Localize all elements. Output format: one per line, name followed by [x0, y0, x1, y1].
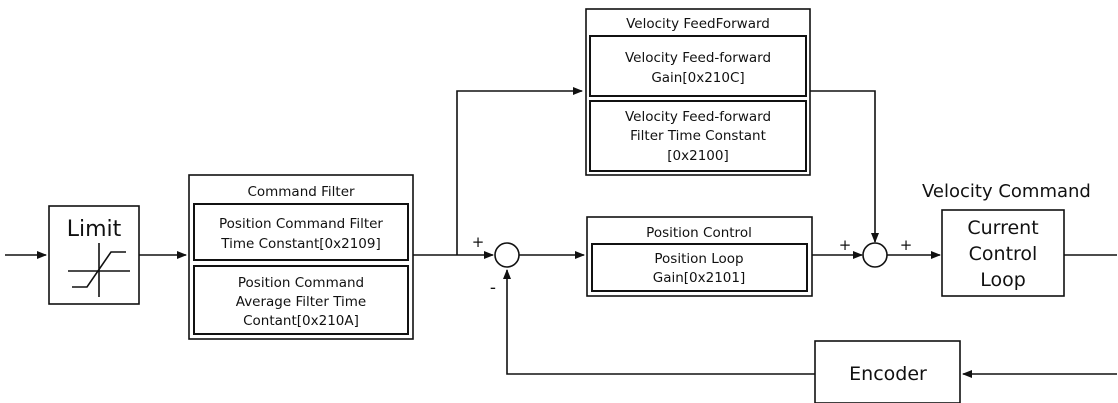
feedforward-to-sum2-arrow	[810, 90, 879, 243]
position-command-filter-line-1: Position Command Filter	[219, 216, 383, 232]
encoder-block: Encoder	[814, 340, 961, 403]
summing-junction-2	[862, 242, 888, 268]
average-filter-box	[193, 265, 409, 335]
feedforward-filter-line-2: Filter Time Constant	[630, 128, 766, 144]
feedforward-gain-box	[589, 35, 807, 97]
feedforward-filter-line-3: [0x2100]	[667, 148, 728, 164]
velocity-feedforward-block: Velocity FeedForward Velocity Feed-forwa…	[585, 8, 811, 176]
limit-block: Limit	[48, 205, 140, 305]
position-command-filter-line-2: Time Constant[0x2109]	[220, 236, 381, 252]
feedforward-branch-arrow	[456, 87, 583, 255]
velocity-feedforward-title: Velocity FeedForward	[626, 16, 770, 32]
feedforward-filter-box	[589, 100, 807, 172]
average-filter-line-2: Average Filter Time	[236, 294, 367, 310]
feedforward-gain-line-2: Gain[0x210C]	[651, 70, 744, 86]
current-control-loop-line-3: Loop	[980, 269, 1026, 291]
command-filter-block: Command Filter Position Command Filter T…	[188, 174, 414, 340]
sum1-plus-sign: +	[472, 233, 485, 251]
current-control-loop-line-1: Current	[967, 217, 1038, 239]
command-filter-title: Command Filter	[247, 184, 355, 200]
summing-junction-1	[494, 242, 520, 268]
sum1-minus-sign: -	[490, 278, 496, 298]
position-control-block: Position Control Position Loop Gain[0x21…	[586, 216, 813, 297]
position-control-title: Position Control	[646, 225, 752, 241]
saturation-icon	[68, 243, 130, 297]
encoder-label: Encoder	[849, 363, 927, 385]
position-loop-gain-box	[591, 243, 808, 292]
position-loop-gain-line-1: Position Loop	[654, 251, 743, 267]
feedforward-gain-line-1: Velocity Feed-forward	[625, 50, 771, 66]
current-control-loop-block: Current Control Loop	[941, 209, 1065, 297]
position-command-filter-box	[193, 203, 409, 261]
position-loop-gain-line-2: Gain[0x2101]	[653, 270, 746, 286]
velocity-command-label: Velocity Command	[922, 181, 1091, 202]
current-control-loop-line-2: Control	[969, 243, 1038, 265]
sum2-plus-left-sign: +	[839, 236, 852, 254]
limit-label: Limit	[67, 217, 122, 242]
average-filter-line-1: Position Command	[238, 275, 364, 291]
sum2-plus-right-sign: +	[900, 236, 913, 254]
feedforward-filter-line-1: Velocity Feed-forward	[625, 109, 771, 125]
encoder-feedback-arrow	[503, 269, 815, 375]
average-filter-line-3: Contant[0x210A]	[243, 313, 359, 329]
